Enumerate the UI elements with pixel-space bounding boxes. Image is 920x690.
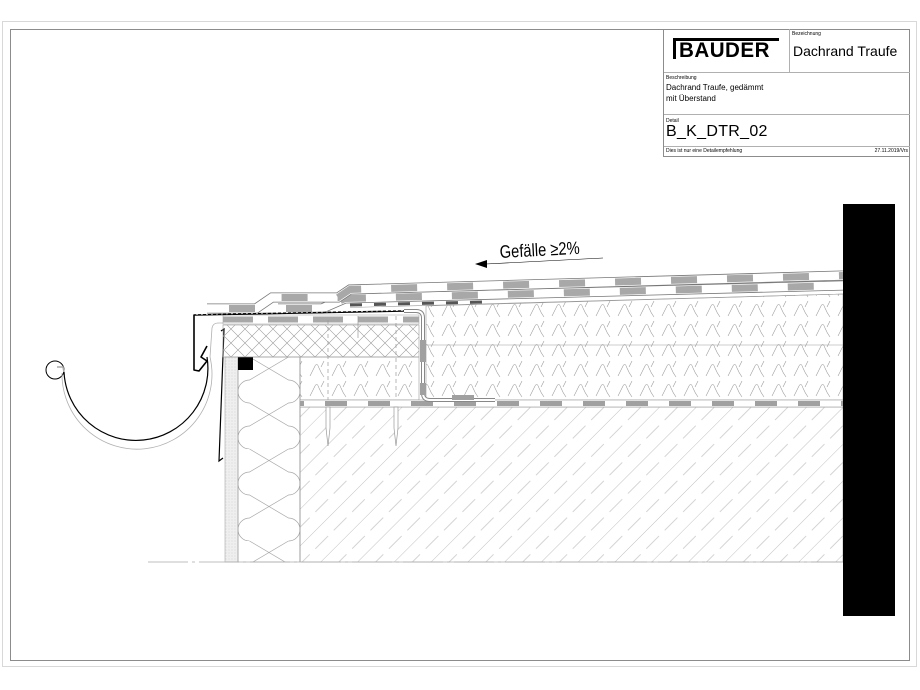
detail-code: B_K_DTR_02 bbox=[666, 123, 768, 140]
designation-cell: Bezeichnung Dachrand Traufe bbox=[790, 29, 910, 73]
detail-row: Detail B_K_DTR_02 bbox=[664, 115, 910, 147]
anchor-dowels bbox=[325, 406, 399, 447]
drawing-sheet-inner-frame bbox=[10, 29, 910, 661]
date-author: 27.11.2019/Vrs bbox=[874, 148, 908, 154]
underlay-strip bbox=[222, 314, 420, 325]
logo-text: BAUDER bbox=[679, 39, 770, 62]
slope-label: Gefälle ≥2% bbox=[499, 238, 580, 262]
fasteners bbox=[327, 316, 397, 400]
drip-edge-flashing bbox=[193, 310, 405, 372]
drawing-sheet-outer-frame bbox=[2, 21, 917, 667]
logo-stem bbox=[673, 38, 676, 59]
roof-membrane-cap-sheet bbox=[207, 270, 844, 314]
description-row: Beschreibung Dachrand Traufe, gedämmt mi… bbox=[664, 73, 910, 115]
company-logo: BAUDER bbox=[664, 29, 790, 73]
vapor-barrier bbox=[299, 399, 844, 408]
separation-layer bbox=[349, 293, 844, 308]
eps-insulation bbox=[425, 293, 844, 401]
timber-edge-beam bbox=[222, 324, 420, 358]
description-line-2: mit Überstand bbox=[666, 94, 716, 103]
logo-bar bbox=[673, 38, 779, 41]
adjacent-wall-section bbox=[843, 204, 895, 616]
detail-label: Detail bbox=[666, 118, 679, 124]
half-round-gutter bbox=[45, 322, 225, 450]
sealing-profile bbox=[238, 357, 253, 370]
concrete-slab bbox=[299, 406, 844, 563]
gutter-hanger bbox=[218, 327, 225, 463]
disclaimer-text: Dies ist nur eine Detailempfehlung bbox=[666, 148, 743, 154]
description-label: Beschreibung bbox=[666, 75, 697, 81]
designation-label: Bezeichnung bbox=[792, 31, 821, 37]
description-line-1: Dachrand Traufe, gedämmt bbox=[666, 83, 764, 92]
eps-insulation-edge bbox=[299, 356, 420, 401]
facade-mineral-wool-insulation bbox=[237, 356, 301, 563]
description-text: Dachrand Traufe, gedämmt mit Überstand bbox=[666, 82, 763, 104]
fascia-board bbox=[224, 356, 239, 563]
title-block-header-row: BAUDER Bezeichnung Dachrand Traufe bbox=[664, 29, 910, 73]
slope-annotation: Gefälle ≥2% bbox=[475, 238, 604, 268]
title-block: BAUDER Bezeichnung Dachrand Traufe Besch… bbox=[663, 29, 910, 157]
roof-membrane-base-sheet bbox=[278, 280, 844, 314]
designation-value: Dachrand Traufe bbox=[793, 43, 898, 59]
footer-row: Dies ist nur eine Detailempfehlung 27.11… bbox=[664, 147, 910, 156]
arrow-left-icon bbox=[475, 260, 487, 268]
metal-angle-profile bbox=[404, 309, 495, 402]
